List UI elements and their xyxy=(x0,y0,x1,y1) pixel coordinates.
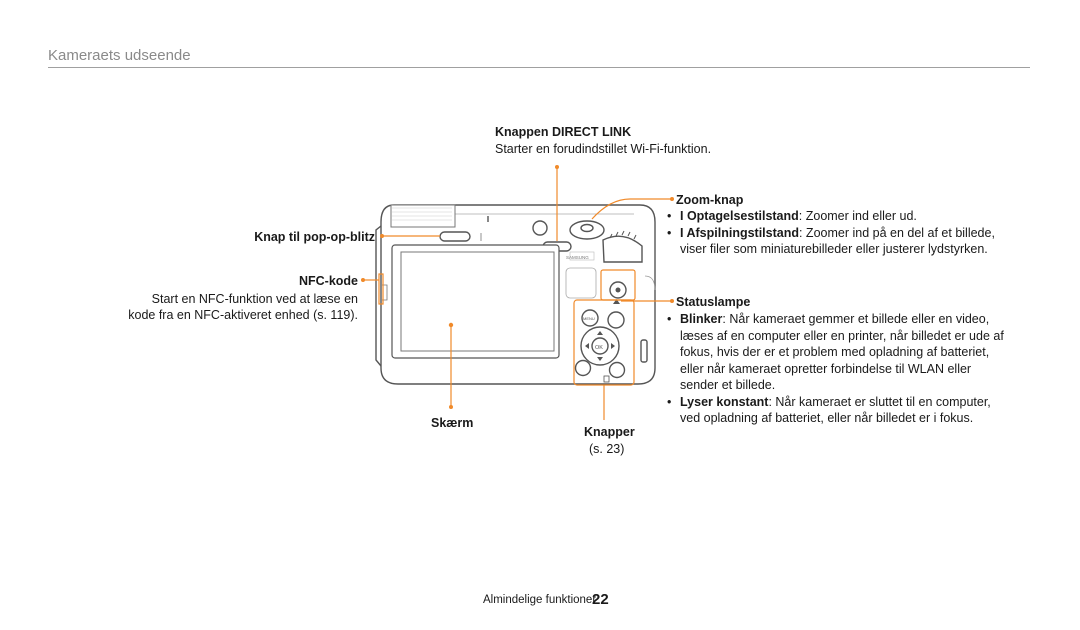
ok-button-label: OK xyxy=(595,345,603,351)
menu-button-label: MENU xyxy=(583,316,595,321)
status-item-blinking: Blinker: Når kameraet gemmer et billede … xyxy=(667,311,1007,394)
buttons-label: Knapper xyxy=(584,425,635,439)
popup-flash-label: Knap til pop-op-blitz xyxy=(254,230,375,244)
zoom-item-shooting: I Optagelsestilstand: Zoomer ind eller u… xyxy=(667,208,997,225)
nfc-description-line2: kode fra en NFC-aktiveret enhed (s. 119)… xyxy=(128,308,358,322)
zoom-knob-title: Zoom-knap xyxy=(676,193,744,207)
direct-link-description: Starter en forudindstillet Wi-Fi-funktio… xyxy=(495,142,712,156)
camera-screen xyxy=(400,251,555,352)
camera-brand-text: SAMSUNG xyxy=(566,255,589,260)
zoom-knob-list: I Optagelsestilstand: Zoomer ind eller u… xyxy=(667,208,997,258)
zoom-item-playback: I Afspilningstilstand: Zoomer ind på en … xyxy=(667,225,997,258)
callout-lines xyxy=(361,165,674,420)
popup-flash-button xyxy=(439,231,471,242)
mode-dial xyxy=(602,235,643,263)
section-title: Kameraets udseende xyxy=(48,47,191,64)
status-lamp xyxy=(613,299,620,304)
screen-label: Skærm xyxy=(431,416,474,430)
ok-button xyxy=(591,337,609,355)
status-lamp-list: Blinker: Når kameraet gemmer et billede … xyxy=(667,311,1007,427)
callout-zoom xyxy=(591,198,672,220)
page-number: 22 xyxy=(592,591,609,608)
buttons-page-reference: (s. 23) xyxy=(589,442,625,456)
camera-back-illustration xyxy=(375,204,656,385)
status-item-steady: Lyser konstant: Når kameraet er sluttet … xyxy=(667,394,1007,427)
nfc-title: NFC-kode xyxy=(298,274,358,288)
status-lamp-title: Statuslampe xyxy=(676,295,751,309)
footer-label: Almindelige funktioner xyxy=(483,594,597,606)
section-divider xyxy=(48,67,1030,68)
nfc-description-line1: Start en NFC-funktion ved at læse en xyxy=(151,292,358,306)
direct-link-title: Knappen DIRECT LINK xyxy=(495,125,632,139)
